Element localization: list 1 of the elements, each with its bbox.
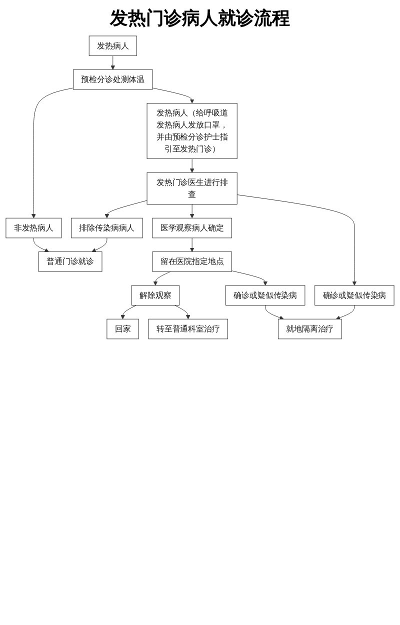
diagram-title: 发热门诊病人就诊流程 xyxy=(108,7,291,30)
